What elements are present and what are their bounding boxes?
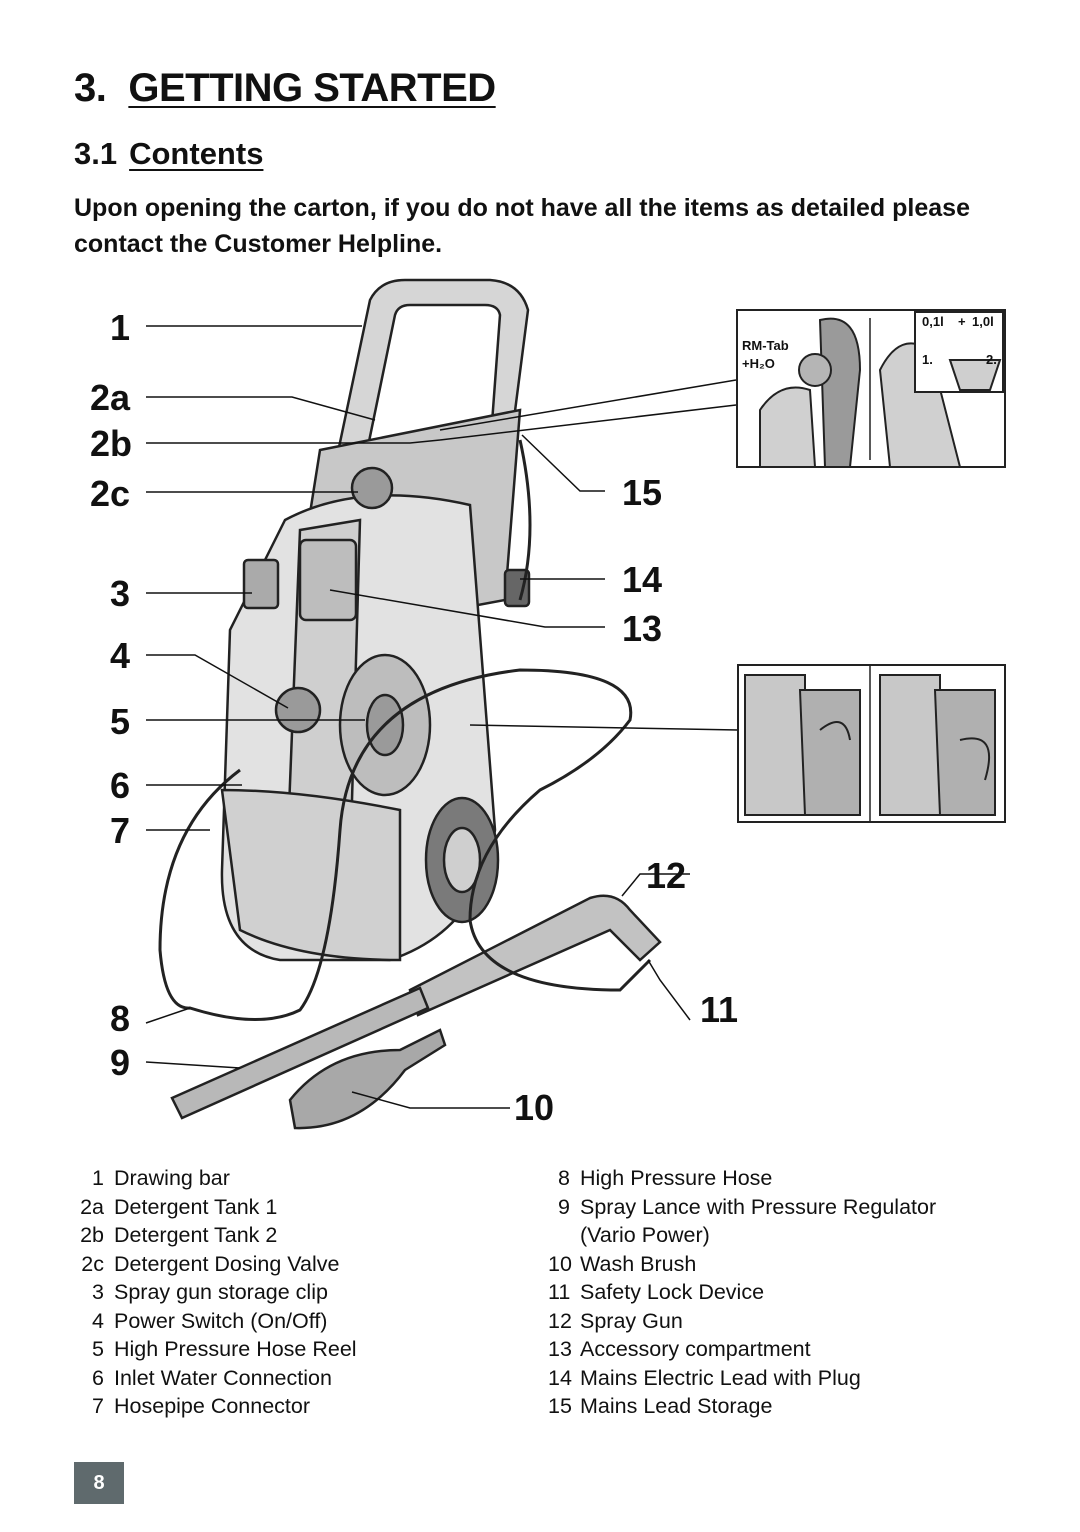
legend-label: Wash Brush xyxy=(580,1251,697,1276)
legend-key: 1 xyxy=(92,1166,104,1190)
legend-label: Drawing bar xyxy=(114,1166,230,1190)
callout-9: 9 xyxy=(110,1042,131,1083)
callout-2c: 2c xyxy=(90,473,131,514)
callout-2a: 2a xyxy=(90,377,131,418)
legend-key: 11 xyxy=(548,1280,571,1304)
legend-right-column: 8 High Pressure Hose 9 Spray Lance with Pr… xyxy=(548,1164,936,1421)
legend-item: 4 Power Switch (On/Off) xyxy=(74,1307,357,1336)
callout-7: 7 xyxy=(110,810,131,851)
legend-label: Accessory compartment xyxy=(580,1337,811,1361)
legend-item: 7 Hosepipe Connector xyxy=(74,1392,357,1421)
wash-brush-shape xyxy=(288,1028,447,1130)
legend-item: 8 High Pressure Hose xyxy=(548,1164,936,1193)
legend-key: 7 xyxy=(92,1394,104,1418)
legend-label: Spray Lance with Pressure Regulator xyxy=(580,1194,937,1219)
legend-key: 15 xyxy=(548,1394,572,1418)
section-title: GETTING STARTED xyxy=(128,66,496,110)
legend-item-continuation: (Vario Power) xyxy=(580,1223,710,1247)
legend-key: 14 xyxy=(548,1365,572,1390)
legend-item: 2c Detergent Dosing Valve xyxy=(74,1250,357,1279)
legend-key: 2b xyxy=(80,1223,104,1247)
callout-2b: 2b xyxy=(90,423,133,464)
legend-label: Inlet Water Connection xyxy=(114,1365,332,1390)
legend-key: 13 xyxy=(548,1337,572,1361)
high-pressure-hose-line xyxy=(158,668,652,1022)
callout-12: 12 xyxy=(646,855,687,896)
inset-label-dose-large: 1,0l xyxy=(972,314,994,329)
legend-key: 2a xyxy=(80,1194,104,1219)
inset-label-step2: 2. xyxy=(986,352,997,367)
dosing-valve-shape xyxy=(350,466,394,510)
inset-label-plus: + xyxy=(958,314,966,329)
callout-15: 15 xyxy=(622,472,663,513)
intro-paragraph: Upon opening the carton, if you do not h… xyxy=(74,194,970,258)
legend-label: High Pressure Hose xyxy=(580,1166,773,1190)
legend-key: 2c xyxy=(81,1251,104,1276)
callout-14: 14 xyxy=(622,559,663,600)
legend-item: 1 Drawing bar xyxy=(74,1164,357,1193)
legend-item: 14 Mains Electric Lead with Plug xyxy=(548,1364,936,1393)
subsection-title: Contents xyxy=(129,136,264,171)
legend-label: Mains Electric Lead with Plug xyxy=(580,1365,861,1390)
inset-label-rm-tab: RM-Tab xyxy=(742,338,789,353)
vented-base-shape xyxy=(220,788,402,962)
legend-key: 9 xyxy=(558,1194,570,1219)
callout-11: 11 xyxy=(700,989,739,1030)
legend-item: 2a Detergent Tank 1 xyxy=(74,1193,357,1222)
section-heading: 3. GETTING STARTED xyxy=(74,66,496,111)
callout-5: 5 xyxy=(110,701,131,742)
legend-item: 12 Spray Gun xyxy=(548,1307,936,1336)
legend-label: Detergent Tank 1 xyxy=(114,1194,278,1219)
spray-lance-shape xyxy=(170,986,430,1120)
callout-10: 10 xyxy=(514,1087,555,1128)
legend-key: 8 xyxy=(558,1166,570,1190)
legend-item: 6 Inlet Water Connection xyxy=(74,1364,357,1393)
legend-item: 2b Detergent Tank 2 xyxy=(74,1221,357,1250)
legend-label: Hosepipe Connector xyxy=(114,1394,311,1418)
callout-6: 6 xyxy=(110,765,131,806)
legend-item: 11 Safety Lock Device xyxy=(548,1278,936,1307)
callout-1: 1 xyxy=(110,307,131,348)
mains-cable-line xyxy=(518,439,532,601)
accessory-compartment-shape xyxy=(298,538,358,622)
legend-item: 15 Mains Lead Storage xyxy=(548,1392,936,1421)
legend-label: High Pressure Hose Reel xyxy=(114,1337,357,1361)
section-number: 3. xyxy=(74,66,107,110)
subsection-heading: 3.1 Contents xyxy=(74,136,263,172)
legend-key: 4 xyxy=(92,1308,104,1333)
legend-key: 6 xyxy=(92,1365,104,1390)
callout-13: 13 xyxy=(622,608,663,649)
legend-item: 5 High Pressure Hose Reel xyxy=(74,1335,357,1364)
legend-label: Safety Lock Device xyxy=(580,1280,765,1304)
callout-4: 4 xyxy=(110,635,131,676)
legend-item: 3 Spray gun storage clip xyxy=(74,1278,357,1307)
legend-item: 13 Accessory compartment xyxy=(548,1335,936,1364)
legend-key: 12 xyxy=(548,1308,572,1333)
callout-3: 3 xyxy=(110,573,131,614)
legend-key: 5 xyxy=(92,1337,104,1361)
storage-clip-shape xyxy=(242,558,280,610)
pressure-washer-illustration: 1 2a 2b 2c 3 4 5 6 7 8 9 10 11 12 13 14 … xyxy=(0,270,1080,1150)
legend-label: Power Switch (On/Off) xyxy=(114,1308,328,1333)
legend-item: 9 Spray Lance with Pressure Regulator xyxy=(548,1193,936,1222)
legend-key: 10 xyxy=(548,1251,572,1276)
legend-label: Mains Lead Storage xyxy=(580,1394,773,1418)
legend-key: 3 xyxy=(92,1280,104,1304)
inset-label-dose-small: 0,1l xyxy=(922,314,944,329)
legend-label: Spray Gun xyxy=(580,1308,683,1333)
pressure-washer-drawing xyxy=(145,278,1006,1130)
legend-label: Detergent Dosing Valve xyxy=(114,1251,340,1276)
page-number-badge: 8 xyxy=(74,1462,124,1504)
legend-label: Spray gun storage clip xyxy=(114,1280,328,1304)
subsection-number: 3.1 xyxy=(74,136,118,171)
callout-8: 8 xyxy=(110,998,131,1039)
spray-gun-shape xyxy=(408,894,662,1017)
power-switch-shape xyxy=(274,686,322,734)
inset-label-step1: 1. xyxy=(922,352,933,367)
legend-item: 10 Wash Brush xyxy=(548,1250,936,1279)
inset-label-h2o: +H₂O xyxy=(742,356,775,371)
legend-label: Detergent Tank 2 xyxy=(114,1223,278,1247)
